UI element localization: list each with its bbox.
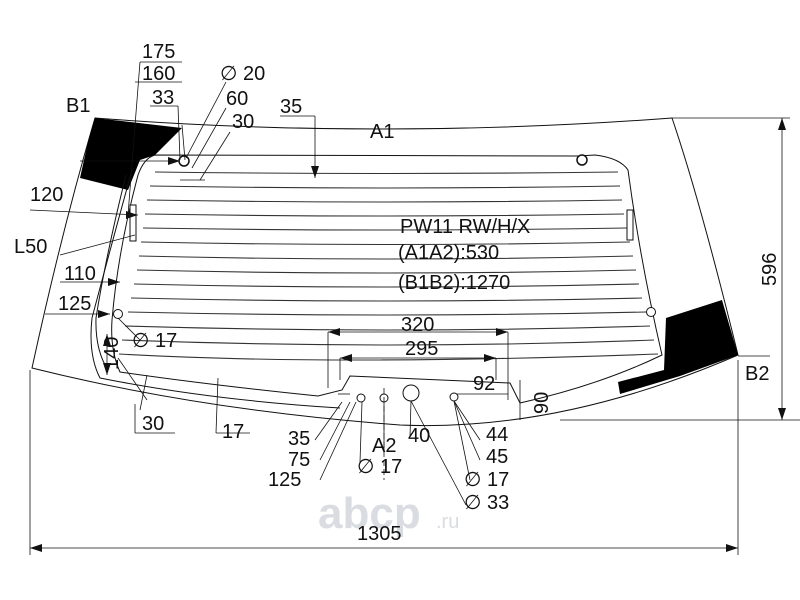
arrow-heads	[30, 118, 786, 552]
dim-60: 60	[226, 88, 248, 110]
dim-120: 120	[30, 184, 63, 206]
black-print-right	[618, 300, 738, 394]
point-a1: A1	[370, 121, 394, 143]
watermark: abcp .ru	[318, 489, 459, 538]
inner-boundary	[95, 174, 127, 371]
point-b2: B2	[745, 363, 769, 385]
dim-dia20: ∅ 20	[220, 63, 265, 85]
dim-110: 110	[64, 263, 96, 285]
point-b1: B1	[66, 95, 90, 117]
spec-a1a2: (A1A2):530	[398, 242, 499, 264]
left-connector	[129, 204, 137, 242]
right-connector	[626, 209, 634, 241]
dimension-labels: 175 160 33 ∅ 20 60 35 30 120 L50 110 125…	[14, 41, 781, 545]
dim-dia33: ∅ 33	[464, 492, 509, 514]
spec-b1b2: (B1B2):1270	[398, 272, 510, 294]
watermark-logo: abcp	[318, 489, 421, 538]
black-print-top-left	[80, 118, 182, 190]
hole-right	[646, 307, 656, 317]
dim-596: 596	[759, 253, 781, 286]
dimension-lines	[29, 61, 800, 555]
heater-lines	[118, 171, 659, 361]
print-boundary	[90, 169, 341, 409]
hole-center-large	[402, 384, 420, 402]
heater-frame	[111, 154, 663, 404]
dim-17-bottom: 17	[222, 421, 244, 443]
hole-left	[113, 309, 123, 319]
part-code: PW11 RW/H/X	[400, 216, 530, 238]
dim-dia17-right: ∅ 17	[464, 469, 509, 491]
dim-295: 295	[405, 338, 438, 360]
dim-90: 90	[531, 392, 553, 414]
dim-45: 45	[486, 446, 508, 468]
dim-92: 92	[473, 373, 495, 395]
glass-outline	[31, 117, 739, 427]
hole-top-right	[576, 154, 588, 166]
dim-40: 40	[408, 425, 430, 447]
dim-dia17-a2: ∅ 17	[357, 456, 402, 478]
dim-175: 175	[142, 41, 175, 63]
dim-125-bottom: 125	[268, 469, 301, 491]
dim-1305: 1305	[357, 523, 402, 545]
dim-dia17-left: ∅ 17	[132, 330, 177, 352]
dim-125-left: 125	[58, 293, 91, 315]
dim-30-top: 30	[232, 111, 254, 133]
dim-44: 44	[486, 424, 508, 446]
dim-160: 160	[142, 63, 175, 85]
dim-30-bottom: 30	[142, 413, 164, 435]
watermark-suffix: .ru	[436, 511, 459, 533]
hole-a2	[356, 393, 366, 403]
point-a2: A2	[372, 435, 396, 457]
dim-l50: L50	[14, 236, 47, 258]
holes	[113, 154, 656, 403]
dim-75: 75	[288, 449, 310, 471]
hole-top-left	[178, 155, 190, 167]
dim-33: 33	[152, 87, 174, 109]
dim-140: 140	[101, 337, 123, 370]
dim-35-bottom: 35	[288, 428, 310, 450]
dim-35-top: 35	[280, 96, 302, 118]
dim-320: 320	[401, 314, 434, 336]
